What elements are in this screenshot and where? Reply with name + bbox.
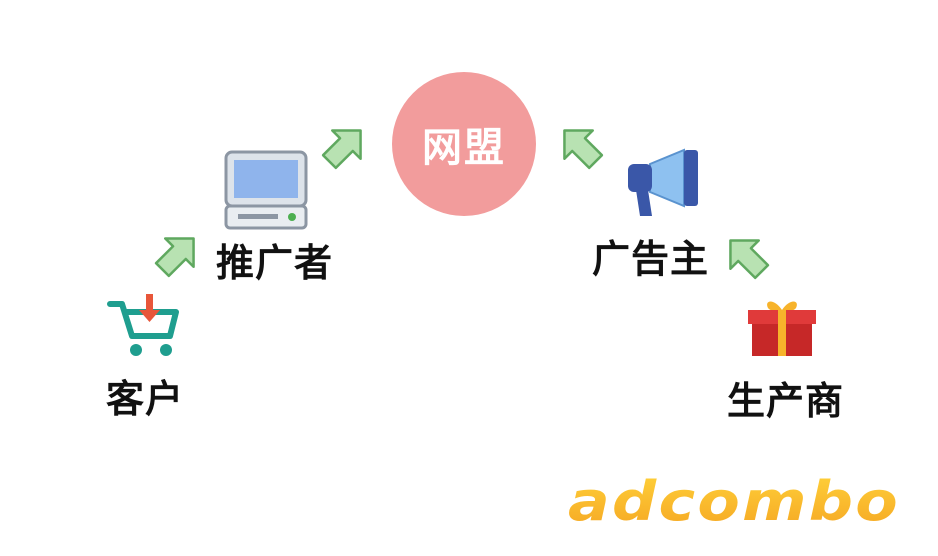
gift-box-icon bbox=[748, 301, 816, 356]
logo-text: adcombo bbox=[568, 474, 900, 530]
megaphone-icon bbox=[628, 148, 698, 216]
computer-monitor-icon bbox=[224, 150, 308, 230]
shopping-cart-icon bbox=[107, 294, 179, 356]
arrow-advertiser-to-hub bbox=[549, 115, 611, 177]
customer-label: 客户 bbox=[106, 377, 185, 421]
adcombo-logo: adcombo bbox=[568, 474, 900, 530]
arrow-producer-to-advertiser bbox=[715, 225, 777, 287]
arrow-promoter-to-hub bbox=[314, 115, 376, 177]
arrow-customer-to-promoter bbox=[147, 223, 209, 285]
producer-label: 生产商 bbox=[727, 379, 845, 423]
promoter-label: 推广者 bbox=[216, 241, 334, 285]
advertiser-label: 广告主 bbox=[592, 237, 710, 281]
hub-circle: 网盟 bbox=[392, 72, 536, 216]
hub-label: 网盟 bbox=[422, 125, 506, 171]
